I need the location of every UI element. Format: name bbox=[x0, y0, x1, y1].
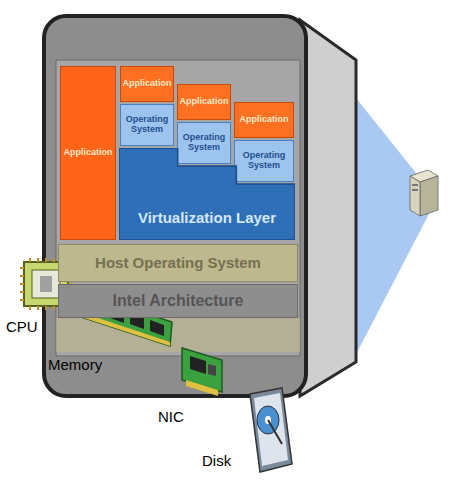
node-text: Host Operating System bbox=[95, 255, 261, 272]
server-side-panel bbox=[300, 20, 356, 396]
node-text: Application bbox=[123, 79, 172, 89]
guest-os-box: Operating System bbox=[234, 140, 294, 182]
node-text: Application bbox=[180, 97, 229, 107]
node-text: Application bbox=[240, 115, 289, 125]
base-band bbox=[56, 318, 300, 352]
tower-pc-icon bbox=[410, 170, 438, 216]
guest-os-box: Operating System bbox=[177, 122, 231, 164]
application-box: Application bbox=[120, 66, 174, 102]
server-front-face bbox=[44, 16, 306, 396]
nic-card bbox=[182, 348, 222, 396]
application-box: Application bbox=[177, 84, 231, 120]
layer-outline bbox=[119, 148, 295, 240]
node-text: Operating System bbox=[235, 151, 293, 171]
component-label: CPU bbox=[6, 318, 38, 335]
hardware-band: Intel Architecture bbox=[58, 284, 298, 318]
application-box: Application bbox=[234, 102, 294, 138]
component-label: NIC bbox=[158, 408, 184, 425]
node-text: Operating System bbox=[121, 115, 173, 135]
node-text: Intel Architecture bbox=[113, 292, 244, 310]
component-label: Memory bbox=[48, 356, 102, 373]
host-os-band: Host Operating System bbox=[58, 244, 298, 282]
component-label: Disk bbox=[202, 452, 231, 469]
node-text: Operating System bbox=[178, 133, 230, 153]
guest-os-box: Operating System bbox=[120, 104, 174, 146]
node-text: Application bbox=[64, 148, 113, 158]
virtualization-layer: Virtualization Layer bbox=[119, 148, 295, 240]
node-text: Virtualization Layer bbox=[138, 210, 276, 227]
application-box: Application bbox=[60, 66, 116, 240]
disk-drive bbox=[250, 388, 292, 472]
layer-shape bbox=[119, 148, 295, 240]
server-inner-panel bbox=[56, 60, 300, 356]
